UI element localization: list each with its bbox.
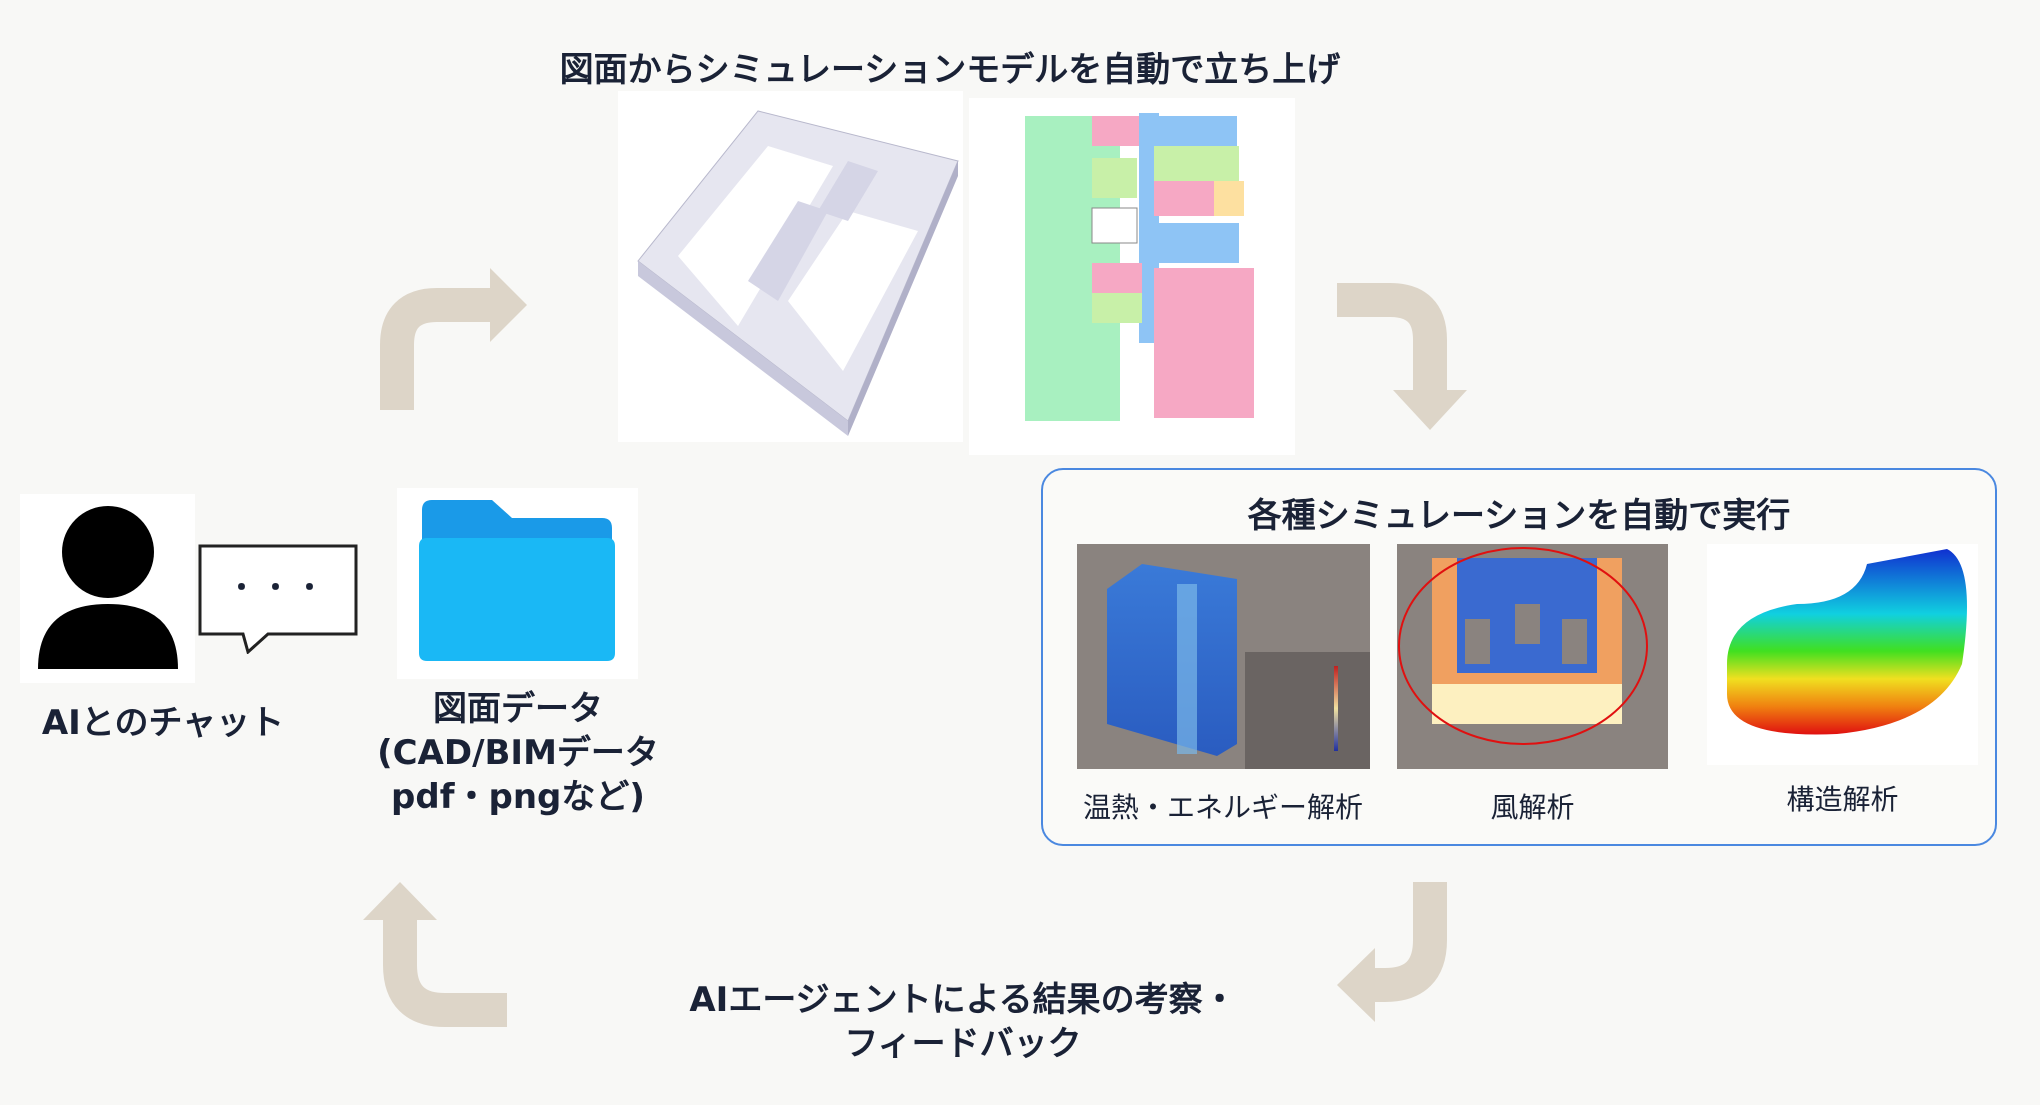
wind-label: 風解析 [1490, 791, 1575, 824]
thermal-simulation-image [1077, 544, 1370, 769]
wind-simulation-image [1397, 544, 1668, 769]
folder-icon [397, 488, 638, 679]
thermal-label: 温熱・エネルギー解析 [1082, 791, 1363, 824]
arrow-up-right [380, 288, 490, 410]
person-icon [38, 506, 178, 669]
chat-label: AIとのチャット [41, 703, 285, 743]
3d-model-image [618, 91, 963, 442]
arrow-down-left [1375, 882, 1447, 1002]
structural-simulation-image [1707, 544, 1978, 765]
simulation-title: 各種シミュレーションを自動で実行 [1247, 496, 1791, 536]
floor-plan-image [969, 98, 1295, 455]
user-avatar [20, 494, 195, 683]
structural-label: 構造解析 [1786, 783, 1899, 816]
top-title: 図面からシミュレーションモデルを自動で立ち上げ [559, 50, 1341, 90]
drawing-data-label: 図面データ (CAD/BIMデータ pdf・pngなど) [377, 689, 659, 817]
feedback-label: AIエージェントによる結果の考察・ フィードバック [689, 980, 1237, 1064]
arrow-left-up [383, 920, 507, 1027]
arrow-right-down [1337, 283, 1447, 390]
chat-bubble-icon: ・・・ [198, 544, 359, 655]
